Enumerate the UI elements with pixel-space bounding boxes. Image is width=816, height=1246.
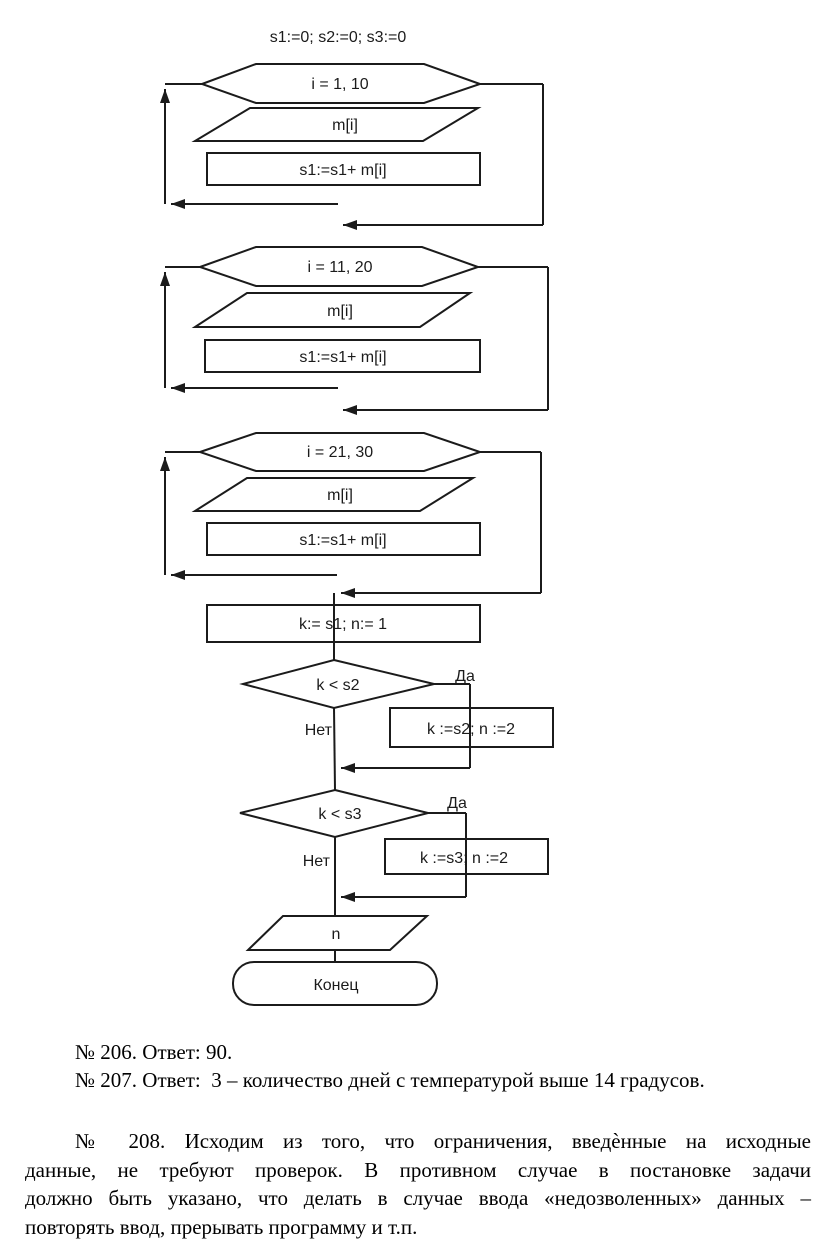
loop1-process-label: s1:=s1+ m[i] xyxy=(299,162,386,179)
loop1-header-label: i = 1, 10 xyxy=(311,76,368,93)
end-terminator xyxy=(232,961,438,1006)
flowchart-diagram: s1:=0; s2:=0; s3:=0 i = 1, 10 m[i] s1:=s… xyxy=(160,29,554,1006)
answers-section: № 206. Ответ: 90. № 207. Ответ: 3 – коли… xyxy=(25,1038,811,1241)
end-label: Конец xyxy=(313,977,358,994)
loop3-process-rect xyxy=(206,522,481,556)
answer-206: № 206. Ответ: 90. xyxy=(75,1040,233,1064)
loop1-input-label: m[i] xyxy=(332,117,358,134)
decision2-yes-label: Да xyxy=(447,795,467,812)
loop3-header-label: i = 21, 30 xyxy=(307,444,373,461)
loop1-block: i = 1, 10 m[i] s1:=s1+ m[i] xyxy=(160,63,544,230)
decision1-no-line xyxy=(333,707,336,791)
init-statement-text: s1:=0; s2:=0; s3:=0 xyxy=(270,29,407,46)
answer-208-line4: повторять ввод, прерывать программу и т.… xyxy=(25,1214,418,1239)
decision1-action-rect xyxy=(389,707,554,748)
decision2-action-label: k :=s3; n :=2 xyxy=(420,850,508,867)
loop3-block: i = 21, 30 m[i] s1:=s1+ m[i] xyxy=(160,432,542,598)
answer-208-line3: должно быть указано, что делать в случае… xyxy=(25,1186,811,1210)
decision1-block: k < s2 Да Нет k :=s2; n :=2 xyxy=(239,658,554,791)
loop2-input-parallelogram xyxy=(191,292,474,328)
loop3-input-label: m[i] xyxy=(327,487,353,504)
loop3-process-label: s1:=s1+ m[i] xyxy=(299,532,386,549)
decision1-no-label: Нет xyxy=(305,722,333,739)
output-label: n xyxy=(332,926,341,943)
loop2-process-label: s1:=s1+ m[i] xyxy=(299,349,386,366)
assign-label: k:= s1; n:= 1 xyxy=(299,616,387,633)
answer-208-line2: данные, не требуют проверок. В противном… xyxy=(25,1157,811,1182)
loop2-block: i = 11, 20 m[i] s1:=s1+ m[i] xyxy=(160,246,549,415)
loop1-process-rect xyxy=(206,152,481,186)
decision1-condition-label: k < s2 xyxy=(316,677,359,694)
answer-207: № 207. Ответ: 3 – количество дней с темп… xyxy=(75,1068,705,1092)
loop1-input-parallelogram xyxy=(191,107,482,142)
decision2-condition-label: k < s3 xyxy=(318,806,361,823)
loop2-header-label: i = 11, 20 xyxy=(307,259,372,276)
answer-208-line1: № 208. Исходим из того, что ограничения,… xyxy=(75,1129,811,1153)
loop2-process-rect xyxy=(204,339,481,373)
loop3-input-parallelogram xyxy=(191,477,477,512)
decision1-yes-label: Да xyxy=(455,668,475,685)
answer-208-paragraph: № 208. Исходим из того, что ограничения,… xyxy=(25,1127,811,1241)
decision2-action-rect xyxy=(384,838,549,875)
decision2-no-label: Нет xyxy=(303,853,331,870)
output-parallelogram xyxy=(245,915,430,951)
loop2-input-label: m[i] xyxy=(327,303,353,320)
decision2-block: k < s3 Да Нет k :=s3; n :=2 xyxy=(239,788,549,916)
assign-rect xyxy=(206,604,481,643)
decision1-action-label: k :=s2; n :=2 xyxy=(427,721,515,738)
